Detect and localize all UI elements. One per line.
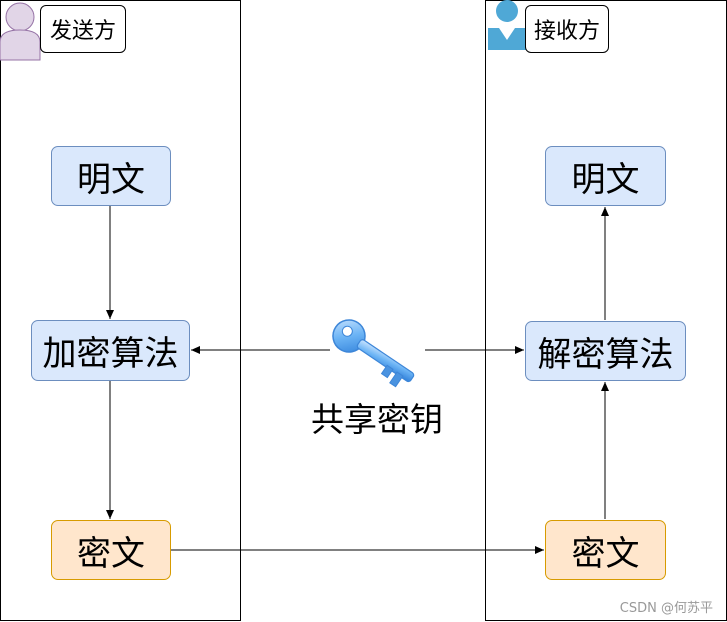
receiver-plaintext-node: 明文 (545, 146, 666, 206)
decrypt-algorithm-node: 解密算法 (525, 321, 686, 381)
key-icon (332, 319, 415, 388)
receiver-avatar-icon (488, 0, 526, 50)
sender-ciphertext-node: 密文 (51, 520, 171, 580)
encrypt-algorithm-node: 加密算法 (31, 320, 190, 381)
receiver-lane (485, 0, 727, 621)
sender-avatar-icon (0, 2, 41, 61)
shared-key-label: 共享密钥 (311, 400, 443, 439)
receiver-label: 接收方 (525, 5, 609, 53)
sender-plaintext-node: 明文 (51, 146, 171, 206)
receiver-ciphertext-node: 密文 (545, 520, 666, 580)
watermark: CSDN @何苏平 (619, 601, 713, 616)
sender-label: 发送方 (40, 5, 126, 53)
sender-lane (0, 0, 241, 621)
